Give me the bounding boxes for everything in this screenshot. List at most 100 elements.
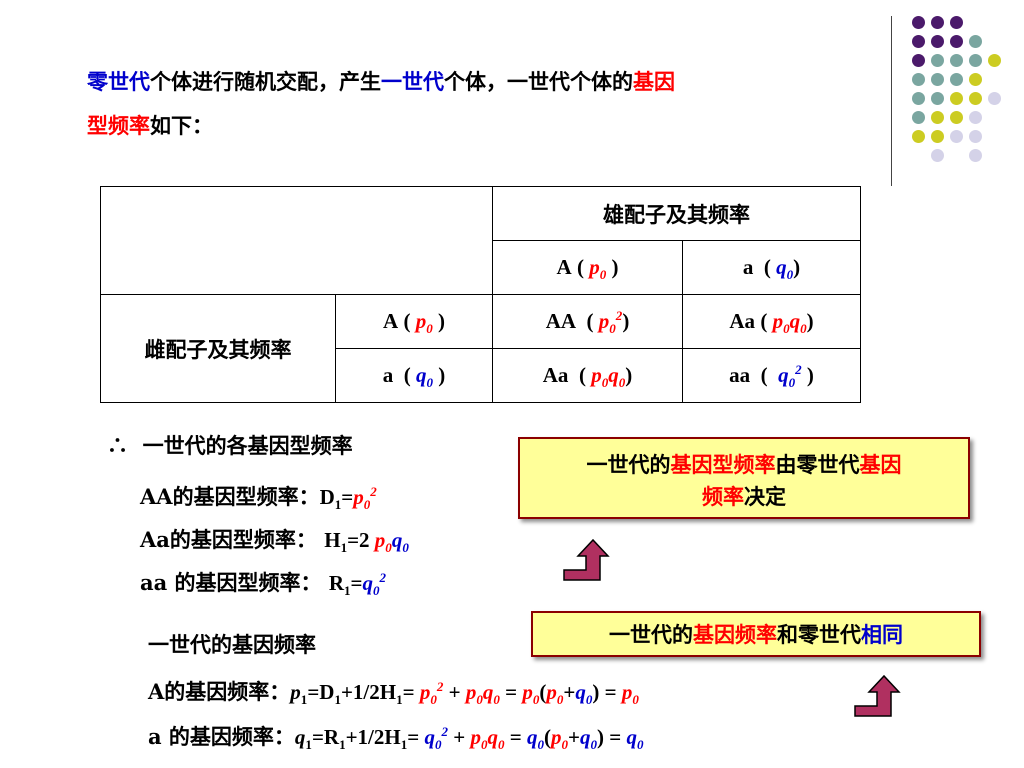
- dot: [931, 130, 944, 143]
- dot: [988, 92, 1001, 105]
- male-gamete-a: a ( q0): [682, 240, 861, 295]
- callout-highlight: 基因型频率: [670, 452, 776, 477]
- p-letter: p: [374, 528, 386, 552]
- dot: [950, 111, 963, 124]
- q-letter: q: [415, 363, 427, 387]
- p-letter: p: [591, 363, 602, 387]
- subscript: 1: [340, 540, 348, 556]
- q-letter: q: [362, 571, 374, 595]
- intro-text-segment: 如下：: [150, 113, 213, 138]
- callout-highlight: 相同: [861, 622, 903, 647]
- dot: [969, 92, 982, 105]
- q-letter: q: [789, 309, 801, 333]
- callout-highlight: 频率: [702, 484, 744, 509]
- male-gamete-A: A ( p0 ): [492, 240, 683, 295]
- subscript: 1: [344, 583, 351, 599]
- subscript: 0: [426, 375, 433, 391]
- dot: [950, 54, 963, 67]
- dot: [912, 130, 925, 143]
- subscript: 0: [618, 375, 626, 391]
- p-letter: p: [415, 309, 427, 333]
- allele-label: a: [382, 363, 394, 387]
- intro-first-generation: 一世代: [381, 69, 444, 94]
- subscript: 0: [373, 583, 380, 599]
- intro-text-segment: 个体进行随机交配，产生: [150, 69, 381, 94]
- genotype-label: Aa: [729, 309, 756, 333]
- male-gamete-header: 雄配子及其频率: [492, 186, 861, 241]
- genotype-label: Aa: [542, 363, 569, 387]
- callout-text: 一世代的: [586, 452, 671, 477]
- dot: [969, 130, 982, 143]
- dot: [912, 92, 925, 105]
- genotype-cell-aa: aa ( q02 ): [682, 348, 861, 403]
- q-letter: q: [778, 363, 789, 387]
- p0q0-product: p0q0: [591, 363, 626, 391]
- intro-text: 零世代个体进行随机交配，产生一世代个体，一世代个体的基因型频率如下：: [87, 60, 887, 148]
- p0-squared: p02: [598, 309, 623, 335]
- genotype-cell-AA: AA ( p02): [492, 294, 683, 349]
- subscript: 0: [363, 497, 371, 513]
- intro-zero-generation: 零世代: [87, 69, 150, 94]
- genotype-label: AA: [545, 309, 577, 333]
- D-symbol: D: [319, 485, 335, 509]
- q-letter: q: [776, 255, 787, 279]
- dot: [969, 54, 982, 67]
- genotype-cell-Aa: Aa ( p0q0): [492, 348, 683, 403]
- table-corner-cell: [100, 186, 493, 295]
- result-label: aa 的基因型频率：: [140, 570, 322, 595]
- dot: [912, 111, 925, 124]
- subscript: 0: [788, 375, 796, 391]
- subscript: 0: [599, 267, 607, 283]
- aa-frequency-line: aa 的基因型频率： R1=q02: [140, 570, 387, 599]
- allele-label: A: [383, 309, 399, 333]
- dot: [931, 92, 944, 105]
- gene-frequency-heading: 一世代的基因频率: [148, 632, 316, 657]
- AA-frequency-line: AA的基因型频率：D1=p02: [140, 484, 377, 513]
- dot: [969, 111, 982, 124]
- callout-text: 由零世代: [775, 452, 860, 477]
- dot: [912, 16, 925, 29]
- result-label: a 的基因频率：: [148, 724, 295, 749]
- superscript: 2: [370, 484, 377, 499]
- bent-arrow-icon: [563, 538, 610, 581]
- genotype-cell-Aa: Aa ( p0q0): [682, 294, 861, 349]
- intro-highlight: 基因: [633, 69, 675, 94]
- dot: [912, 35, 925, 48]
- a-gene-frequency-line: a 的基因频率：q1=R1+1/2H1= q02 + p0q0 = q0(p0+…: [148, 724, 644, 753]
- female-gamete-a: a ( q0 ): [335, 348, 493, 403]
- dot: [912, 73, 925, 86]
- subscript: 0: [601, 375, 609, 391]
- q-letter: q: [608, 363, 619, 387]
- dot: [969, 73, 982, 86]
- A-gene-frequency-line: A的基因频率：p1=D1+1/2H1= p02 + p0q0 = p0(p0+q…: [148, 679, 639, 708]
- dot: [988, 54, 1001, 67]
- q0-symbol: q0: [776, 255, 794, 283]
- p-letter: p: [353, 485, 364, 509]
- result-label: Aa的基因型频率：: [140, 527, 317, 552]
- p-letter: p: [589, 255, 600, 279]
- p0q0-product: p0q0: [772, 309, 807, 337]
- intro-text-segment: 个体，一世代个体的: [444, 69, 633, 94]
- q0-symbol: q0: [415, 363, 433, 391]
- dot: [931, 73, 944, 86]
- intro-highlight: 型频率: [87, 113, 150, 138]
- dot: [931, 16, 944, 29]
- dot: [950, 35, 963, 48]
- dot: [969, 35, 982, 48]
- dot: [969, 149, 982, 162]
- superscript: 2: [795, 362, 802, 377]
- p-letter: p: [598, 309, 610, 333]
- R-symbol: R: [328, 571, 345, 595]
- p-letter: p: [772, 309, 784, 333]
- subscript: 0: [800, 321, 807, 337]
- dot: [912, 54, 925, 67]
- callout-text: 决定: [744, 484, 786, 509]
- callout-highlight: 基因频率: [693, 622, 777, 647]
- p0-symbol: p0: [415, 309, 433, 335]
- superscript: 2: [379, 570, 387, 585]
- p0-symbol: p0: [589, 255, 607, 283]
- female-gamete-header: 雌配子及其频率: [100, 294, 336, 403]
- dot: [950, 16, 963, 29]
- heading-text: 一世代的各基因型频率: [142, 433, 353, 458]
- subscript: 0: [786, 267, 794, 283]
